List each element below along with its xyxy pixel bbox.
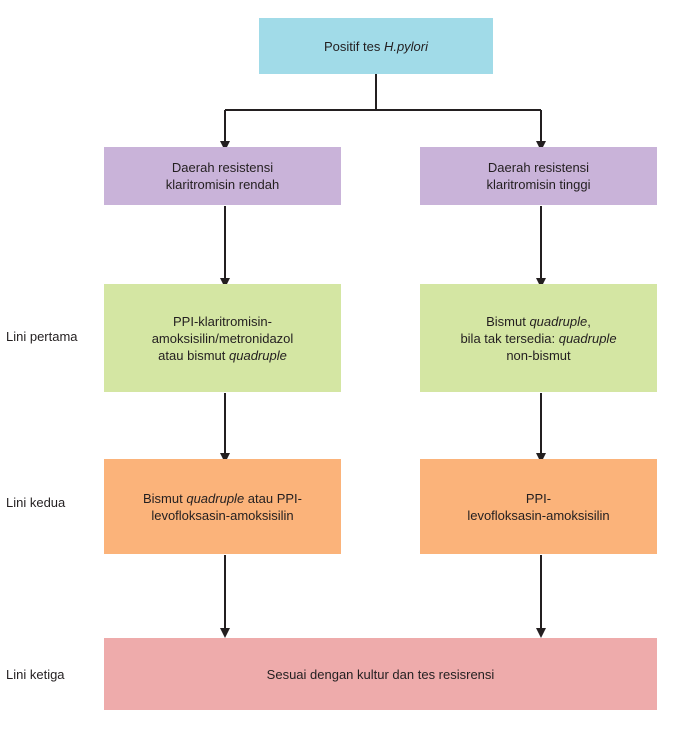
right-first-line-line2-italic: quadruple	[558, 330, 617, 346]
right-second-line-line2: levofloksasin-amoksisilin	[467, 507, 610, 523]
left-resistance-line1: Daerah resistensi	[171, 160, 274, 175]
right-first-line-text: Bismut quadruple, bila tak tersedia: qua…	[460, 313, 616, 364]
right-first-line-line1-suffix: ,	[587, 313, 591, 329]
top-box-text-italic: H.pylori	[383, 38, 429, 54]
right-first-line-line1-prefix: Bismut	[486, 313, 530, 329]
left-first-line-line1: PPI-klaritromisin-	[173, 313, 272, 329]
left-second-line-line2: levofloksasin-amoksisilin	[151, 507, 294, 523]
right-second-line-line1: PPI-	[525, 490, 552, 506]
left-second-line-text: Bismut quadruple atau PPI- levofloksasin…	[143, 490, 302, 524]
right-first-line-box: Bismut quadruple, bila tak tersedia: qua…	[420, 284, 657, 392]
top-box-positive-test: Positif tes H.pylori	[259, 18, 493, 74]
row-label-third-line: Lini ketiga	[6, 667, 65, 682]
row-label-first-line: Lini pertama	[6, 329, 78, 344]
left-second-line-line1-prefix: Bismut	[143, 490, 187, 506]
left-first-line-line2: amoksisilin/metronidazol	[151, 330, 294, 346]
left-second-line-line1-suffix: atau PPI-	[244, 490, 302, 506]
left-resistance-line2: klaritromisin rendah	[165, 177, 280, 192]
right-resistance-line1: Daerah resistensi	[487, 160, 590, 175]
left-second-line-box: Bismut quadruple atau PPI- levofloksasin…	[104, 459, 341, 554]
right-resistance-line2: klaritromisin tinggi	[486, 177, 591, 192]
right-first-line-line3: non-bismut	[506, 347, 571, 363]
left-first-line-line3: atau bismut quadruple	[152, 347, 294, 364]
left-second-line-line1: Bismut quadruple atau PPI-	[143, 490, 302, 507]
right-resistance-box: Daerah resistensi klaritromisin tinggi	[420, 147, 657, 205]
left-first-line-line3-prefix: atau bismut	[158, 347, 229, 363]
right-first-line-line1: Bismut quadruple,	[460, 313, 616, 330]
row-label-second-line: Lini kedua	[6, 495, 66, 510]
right-first-line-line2: bila tak tersedia: quadruple	[460, 330, 616, 347]
top-box-text: Positif tes H.pylori	[324, 38, 428, 55]
third-line-box: Sesuai dengan kultur dan tes resisrensi	[104, 638, 657, 710]
right-second-line-text: PPI- levofloksasin-amoksisilin	[467, 490, 609, 524]
left-resistance-text: Daerah resistensi klaritromisin rendah	[166, 159, 279, 193]
top-box-text-prefix: Positif tes	[323, 38, 384, 54]
left-second-line-line1-italic: quadruple	[186, 490, 245, 506]
right-resistance-text: Daerah resistensi klaritromisin tinggi	[486, 159, 590, 193]
right-first-line-line1-italic: quadruple	[529, 313, 588, 329]
right-second-line-box: PPI- levofloksasin-amoksisilin	[420, 459, 657, 554]
left-first-line-line3-italic: quadruple	[229, 347, 287, 363]
left-resistance-box: Daerah resistensi klaritromisin rendah	[104, 147, 341, 205]
left-first-line-text: PPI-klaritromisin- amoksisilin/metronida…	[152, 313, 294, 364]
third-line-text: Sesuai dengan kultur dan tes resisrensi	[266, 666, 495, 682]
right-first-line-line2-prefix: bila tak tersedia:	[460, 330, 559, 346]
left-first-line-box: PPI-klaritromisin- amoksisilin/metronida…	[104, 284, 341, 392]
